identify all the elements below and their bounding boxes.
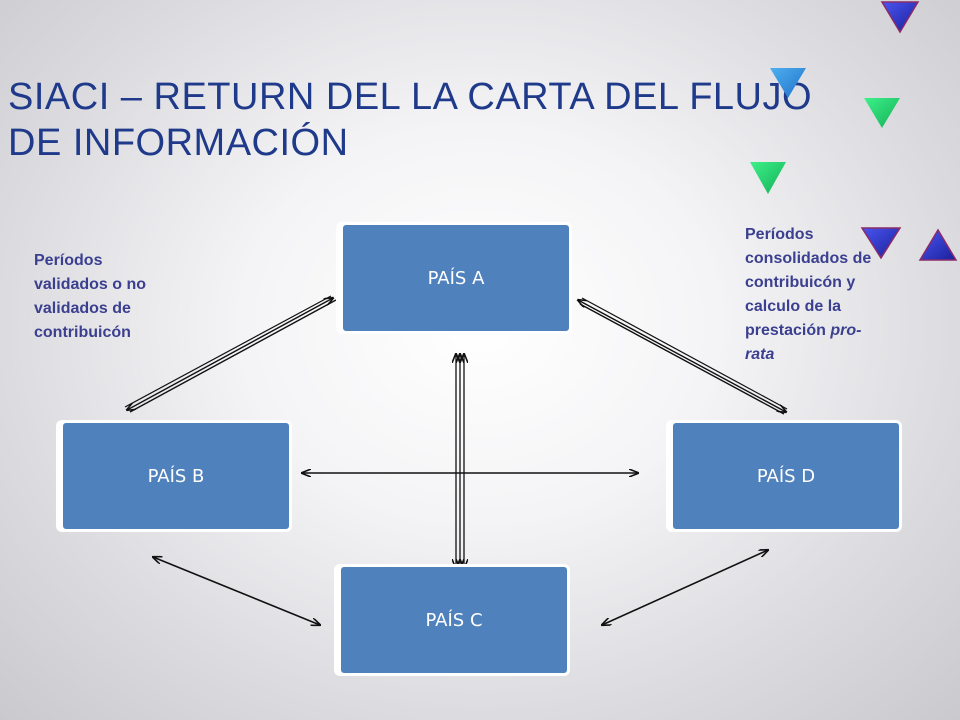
box-pais-c-label: PAÍS C bbox=[425, 609, 483, 631]
note-left-line-4: contribuicón bbox=[34, 324, 131, 341]
note-right-line-3: contribuicón y bbox=[745, 274, 856, 291]
box-pais-c: PAÍS C bbox=[338, 564, 570, 676]
arrow-a-c bbox=[456, 354, 464, 568]
note-left: Períodos validados o no validados de con… bbox=[34, 249, 214, 345]
title-line-2: DE INFORMACIÓN bbox=[8, 122, 349, 164]
note-left-line-1: Períodos bbox=[34, 252, 103, 269]
note-right: Períodos consolidados de contribuicón y … bbox=[745, 223, 945, 367]
title-line-1: SIACI – RETURN DEL LA CARTA DEL FLUJO bbox=[8, 76, 813, 118]
box-pais-b-label: PAÍS B bbox=[147, 465, 205, 487]
arrow-a-d bbox=[578, 297, 787, 415]
box-pais-d-label: PAÍS D bbox=[756, 465, 816, 487]
arrow-b-c bbox=[153, 557, 320, 625]
note-right-line-2: consolidados de bbox=[745, 250, 872, 267]
box-pais-d: PAÍS D bbox=[670, 420, 902, 532]
box-pais-b: PAÍS B bbox=[60, 420, 292, 532]
note-left-line-2: validados o no bbox=[34, 276, 147, 293]
arrow-c-d bbox=[602, 550, 768, 625]
note-left-line-3: validados de bbox=[34, 300, 131, 317]
note-right-line-5: prestación pro- bbox=[745, 319, 945, 343]
arrow-a-b bbox=[125, 295, 337, 413]
box-pais-a: PAÍS A bbox=[340, 222, 572, 334]
note-right-line-5-italic: pro- bbox=[830, 322, 862, 339]
page-title: SIACI – RETURN DEL LA CARTA DEL FLUJO DE… bbox=[8, 74, 908, 166]
note-right-line-4: calculo de la bbox=[745, 298, 842, 315]
note-right-line-1: Períodos bbox=[745, 226, 814, 243]
note-right-line-6-italic: rata bbox=[745, 346, 775, 363]
box-pais-a-label: PAÍS A bbox=[427, 267, 485, 289]
note-right-line-6: rata bbox=[745, 343, 945, 367]
note-right-line-5-normal: prestación bbox=[745, 322, 831, 339]
